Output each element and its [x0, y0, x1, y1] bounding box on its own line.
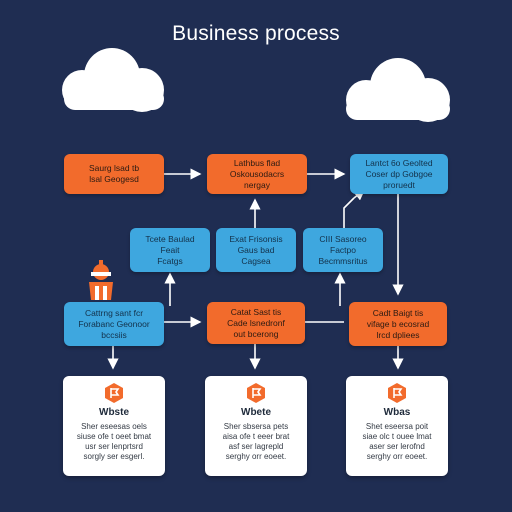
flag-badge-icon: [105, 383, 123, 403]
card-body: Shet eseersa poit siae olc t ouee lmat a…: [362, 422, 432, 461]
process-node-row3-center: Catat Sast tis Cade lsnedronf out bceron…: [207, 302, 305, 344]
flag-badge-icon: [388, 383, 406, 403]
card-title: Wbste: [99, 407, 129, 418]
cloud-icon: [62, 48, 164, 112]
process-node-row3-left: Cattrng sant fcr Forabanc Geonoor bccsii…: [64, 302, 164, 346]
card-body: Sher eseesas oels siuse ofe t oeet bmat …: [76, 422, 152, 461]
info-card: Wbste Sher eseesas oels siuse ofe t oeet…: [63, 376, 165, 476]
process-node-top-center: Lathbus flad Oskousodacrs nergay: [207, 154, 307, 194]
info-card: Wbete Sher sbsersa pets aisa ofe t eeer …: [205, 376, 307, 476]
process-node-row3-right: Cadt Baigt tis vifage b ecosrad lrcd dpl…: [349, 302, 447, 346]
diagram-title: Business process: [172, 22, 340, 45]
card-title: Wbete: [241, 407, 271, 418]
card-title: Wbas: [383, 407, 411, 418]
process-node-top-left: Saurg lsad tb lsal Geogesd: [64, 154, 164, 194]
process-node-mid-left: Tcete Baulad Feait Fcatgs: [130, 228, 210, 272]
process-node-mid-center: Exat Frisonsis Gaus bad Cagsea: [216, 228, 296, 272]
info-card: Wbas Shet eseersa poit siae olc t ouee l…: [346, 376, 448, 476]
process-node-top-right: Lantct 6o Geolted Coser dp Gobgoe prorue…: [350, 154, 448, 194]
card-body: Sher sbsersa pets aisa ofe t eeer brat a…: [222, 422, 290, 461]
flag-badge-icon: [247, 383, 265, 403]
process-node-mid-right: CIII Sasoreo Factpo Becmmsritus: [303, 228, 383, 272]
cloud-icon: [346, 58, 450, 122]
person-icon: [89, 260, 113, 300]
